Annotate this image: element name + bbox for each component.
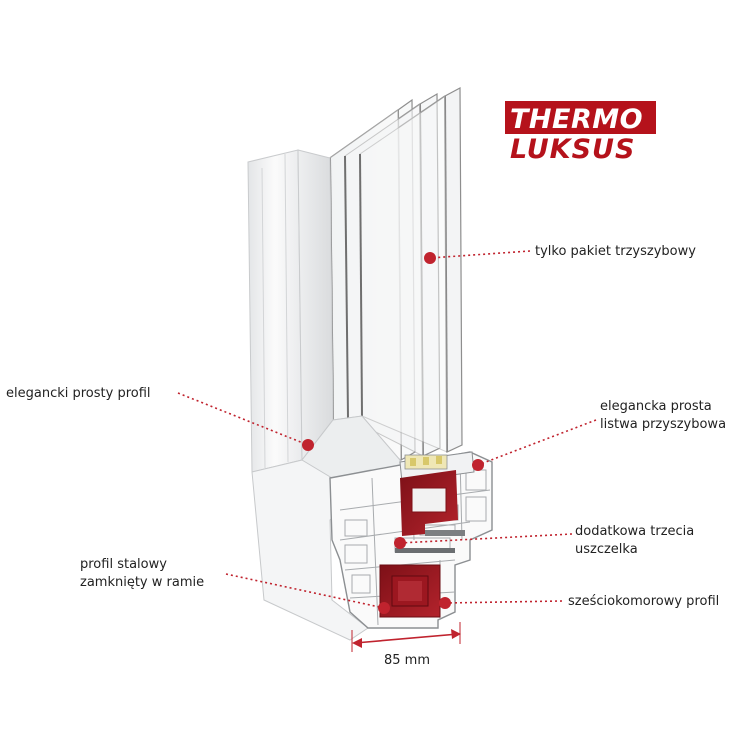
logo-line-1: THERMO — [510, 104, 643, 135]
dimension-indicator: 85 mm — [351, 622, 461, 668]
callout-dot-profile — [302, 439, 314, 451]
vertical-frame — [247, 149, 334, 473]
dimension-label: 85 mm — [384, 653, 430, 668]
brand-logo: THERMO LUKSUS — [505, 101, 656, 165]
callout-dot-glass — [424, 252, 436, 264]
callout-label-bead-line1: elegancka prosta — [600, 399, 712, 414]
callout-label-chambers: sześciokomorowy profil — [568, 594, 719, 609]
logo-red-band — [505, 101, 656, 134]
callout-dot-steel — [378, 602, 390, 614]
callout-label-glass: tylko pakiet trzyszybowy — [535, 244, 696, 259]
callout-dot-seal — [394, 537, 406, 549]
callout-label-steel-line2: zamknięty w ramie — [80, 575, 204, 590]
callout-dot-bead — [472, 459, 484, 471]
triple-glazing — [329, 87, 463, 462]
callout-label-seal-line2: uszczelka — [575, 542, 638, 557]
bottom-profile — [251, 415, 493, 641]
callout-labels: tylko pakiet trzyszybowy elegancki prost… — [6, 244, 726, 609]
callout-label-seal-line1: dodatkowa trzecia — [575, 524, 694, 539]
callout-leaders — [177, 250, 597, 614]
callout-label-bead-line2: listwa przyszybowa — [600, 417, 726, 432]
callout-label-profile: elegancki prosty profil — [6, 386, 151, 401]
logo-line-2: LUKSUS — [510, 134, 635, 165]
callout-dot-chambers — [439, 597, 451, 609]
callout-label-steel-line1: profil stalowy — [80, 557, 167, 572]
